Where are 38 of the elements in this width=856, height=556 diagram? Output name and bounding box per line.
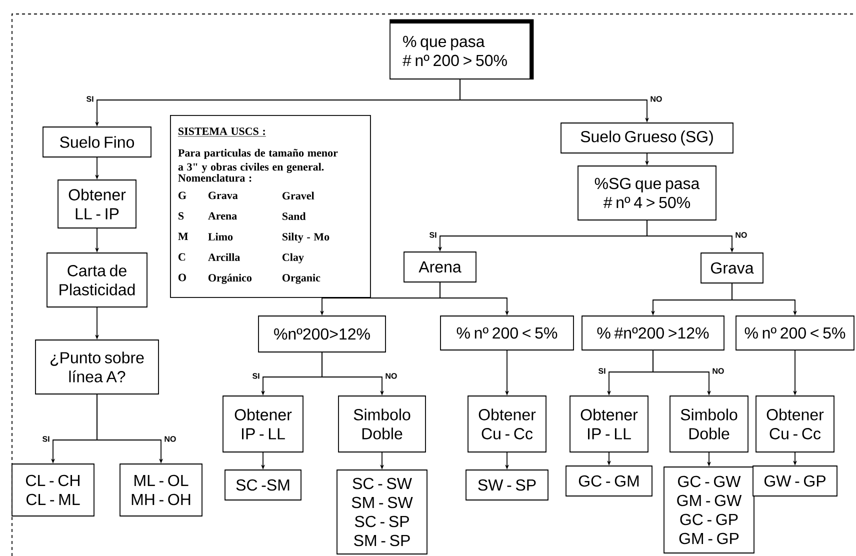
- process-box: Grava: [700, 252, 764, 284]
- process-box: GW - GP: [752, 466, 838, 496]
- edge-label: SI: [428, 231, 438, 239]
- process-box: % #nº200 >12%: [582, 316, 724, 350]
- process-box: SC - SW SM - SW SC - SP SM - SP: [336, 470, 428, 554]
- edge-label: NO: [163, 435, 178, 443]
- process-box: Suelo Grueso (SG): [560, 122, 734, 154]
- process-box: % nº 200 < 5%: [736, 316, 854, 350]
- process-box: ML - OL MH - OH: [120, 464, 202, 516]
- legend-box: SISTEMA USCS : Para particulas de tamaño menor a 3" y obras civiles en general. Nomenclatura : G Grava Gravel S Arena Sand M Limo Silty - Mo C Arcilla Clay O Orgánico Organic: [170, 115, 371, 298]
- edge-label: SI: [251, 372, 261, 380]
- process-box: GC - GM: [566, 466, 652, 496]
- process-box: Obtener LL - IP: [58, 180, 136, 228]
- process-box: % nº 200 < 5%: [440, 316, 574, 350]
- process-box: Obtener Cu - Cc: [468, 396, 546, 452]
- process-box: GC - GW GM - GW GC - GP GM - GP: [664, 466, 754, 554]
- edge-label: NO: [734, 231, 748, 239]
- edge-label: NO: [711, 367, 726, 375]
- edge-label: NO: [384, 372, 398, 380]
- process-box: ¿Punto sobre línea A?: [35, 340, 159, 394]
- process-box: Suelo Fino: [42, 126, 152, 158]
- process-box: SW - SP: [466, 470, 548, 500]
- edge-label: SI: [597, 367, 607, 375]
- process-box: Obtener Cu - Cc: [756, 396, 834, 452]
- process-box: Simbolo Doble: [670, 396, 748, 452]
- process-box: SC -SM: [224, 470, 302, 500]
- process-box: %SG que pasa # nº 4 > 50%: [578, 166, 716, 220]
- edge-label: SI: [85, 95, 95, 103]
- process-box: Carta de Plasticidad: [46, 252, 148, 308]
- process-box: Obtener IP - LL: [222, 396, 304, 452]
- process-box: %nº200>12%: [258, 316, 386, 352]
- process-box: Simbolo Doble: [338, 396, 426, 452]
- edge-label: SI: [41, 435, 51, 443]
- process-box: CL - CH CL - ML: [12, 464, 94, 516]
- process-box: Arena: [404, 252, 476, 282]
- header-box: % que pasa # nº 200 > 50%: [390, 19, 534, 80]
- edge-label: NO: [649, 95, 664, 103]
- process-box: Obtener IP - LL: [570, 396, 648, 452]
